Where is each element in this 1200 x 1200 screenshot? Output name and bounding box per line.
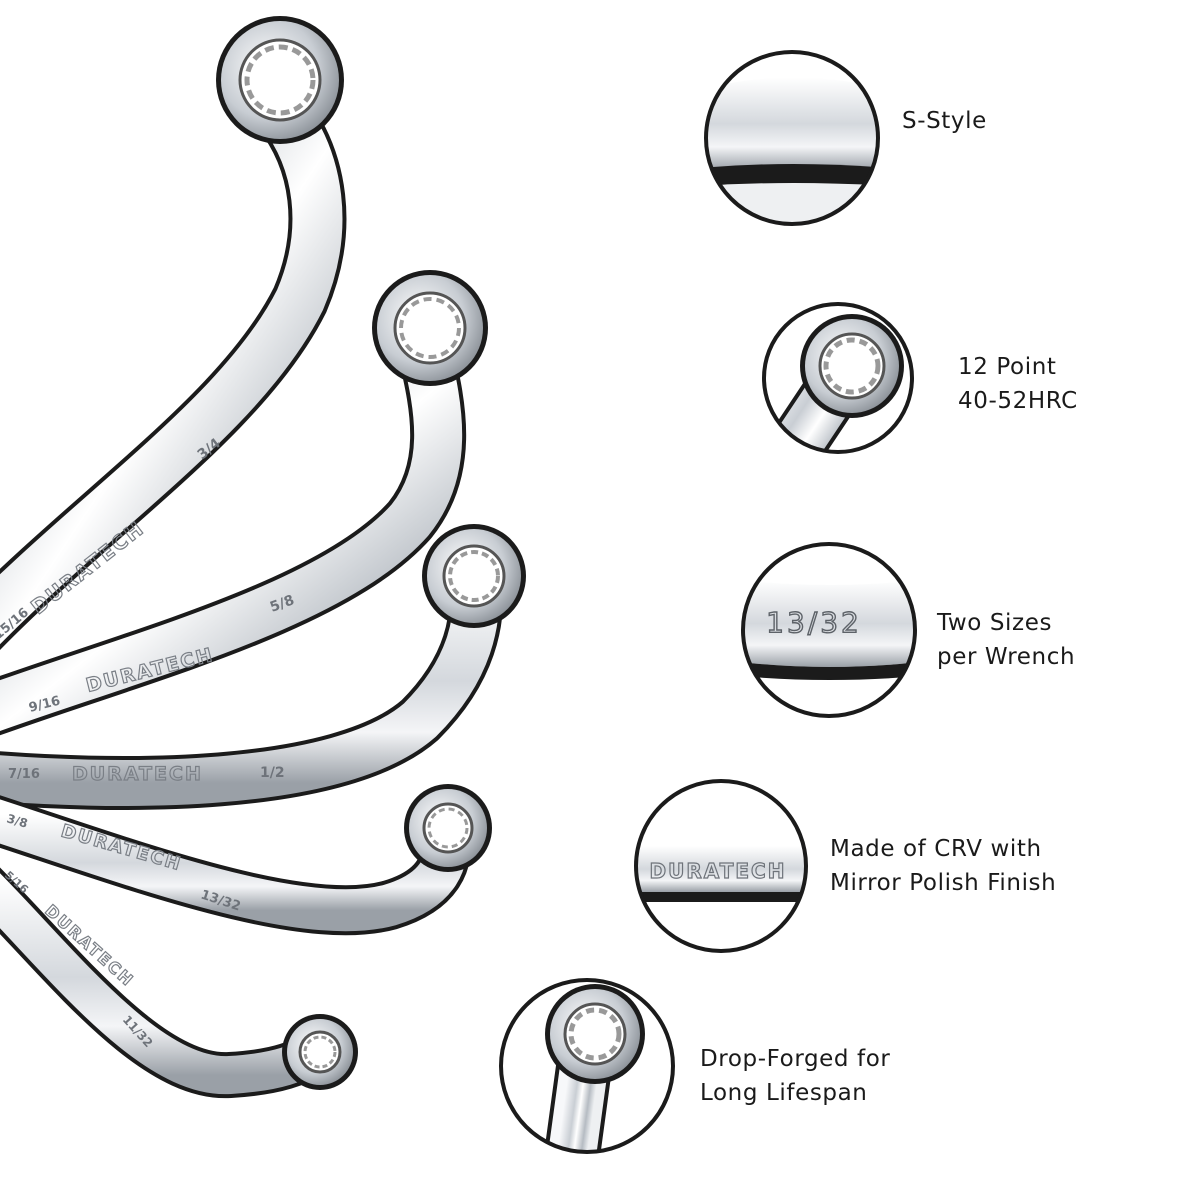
feature-label-line: Made of CRV with bbox=[830, 836, 1042, 862]
feature-label-line: Two Sizes bbox=[937, 610, 1053, 636]
feature-label-line: S-Style bbox=[902, 108, 987, 134]
feature-label-line: 12 Point bbox=[958, 354, 1057, 380]
wrench-1-2 bbox=[0, 524, 526, 810]
wrench-2-size-b: 9/16 bbox=[27, 694, 62, 716]
feature-label-two-sizes: Two Sizes per Wrench bbox=[937, 606, 1075, 674]
wrench-3-size-b: 7/16 bbox=[8, 767, 40, 782]
wrench-3-4 bbox=[0, 16, 347, 651]
feature-label-s-style: S-Style bbox=[902, 104, 987, 138]
brand-engraving-text: DURATECH bbox=[650, 859, 787, 883]
feature-label-line: Long Lifespan bbox=[700, 1080, 868, 1106]
wrench-13-32 bbox=[0, 784, 492, 936]
wrench-5-8 bbox=[0, 270, 488, 736]
feature-label-line: 40-52HRC bbox=[958, 388, 1078, 414]
wrench-4-size-b: 3/8 bbox=[5, 811, 29, 830]
s-style-closeup-icon bbox=[704, 50, 880, 226]
wrench-3-size-a: 1/2 bbox=[260, 765, 285, 781]
feature-label-drop-forged: Drop-Forged for Long Lifespan bbox=[700, 1042, 890, 1110]
forged-wrench-closeup-icon bbox=[499, 978, 675, 1154]
size-marking-text: 13/32 bbox=[766, 606, 862, 639]
wrench-3-brand: DURATECH bbox=[72, 763, 203, 785]
feature-label-crv: Made of CRV with Mirror Polish Finish bbox=[830, 832, 1056, 900]
size-marking-closeup-icon: 13/32 bbox=[741, 542, 917, 718]
wrench-11-32 bbox=[0, 867, 358, 1099]
feature-label-line: Drop-Forged for bbox=[700, 1046, 891, 1072]
wrench-2-size-a: 5/8 bbox=[268, 592, 297, 615]
feature-label-12-point: 12 Point 40-52HRC bbox=[958, 350, 1078, 418]
twelve-point-ring-icon bbox=[762, 302, 914, 454]
feature-label-line: per Wrench bbox=[937, 644, 1076, 670]
feature-label-line: Mirror Polish Finish bbox=[830, 870, 1057, 896]
brand-engraving-closeup-icon: DURATECH bbox=[634, 779, 808, 953]
